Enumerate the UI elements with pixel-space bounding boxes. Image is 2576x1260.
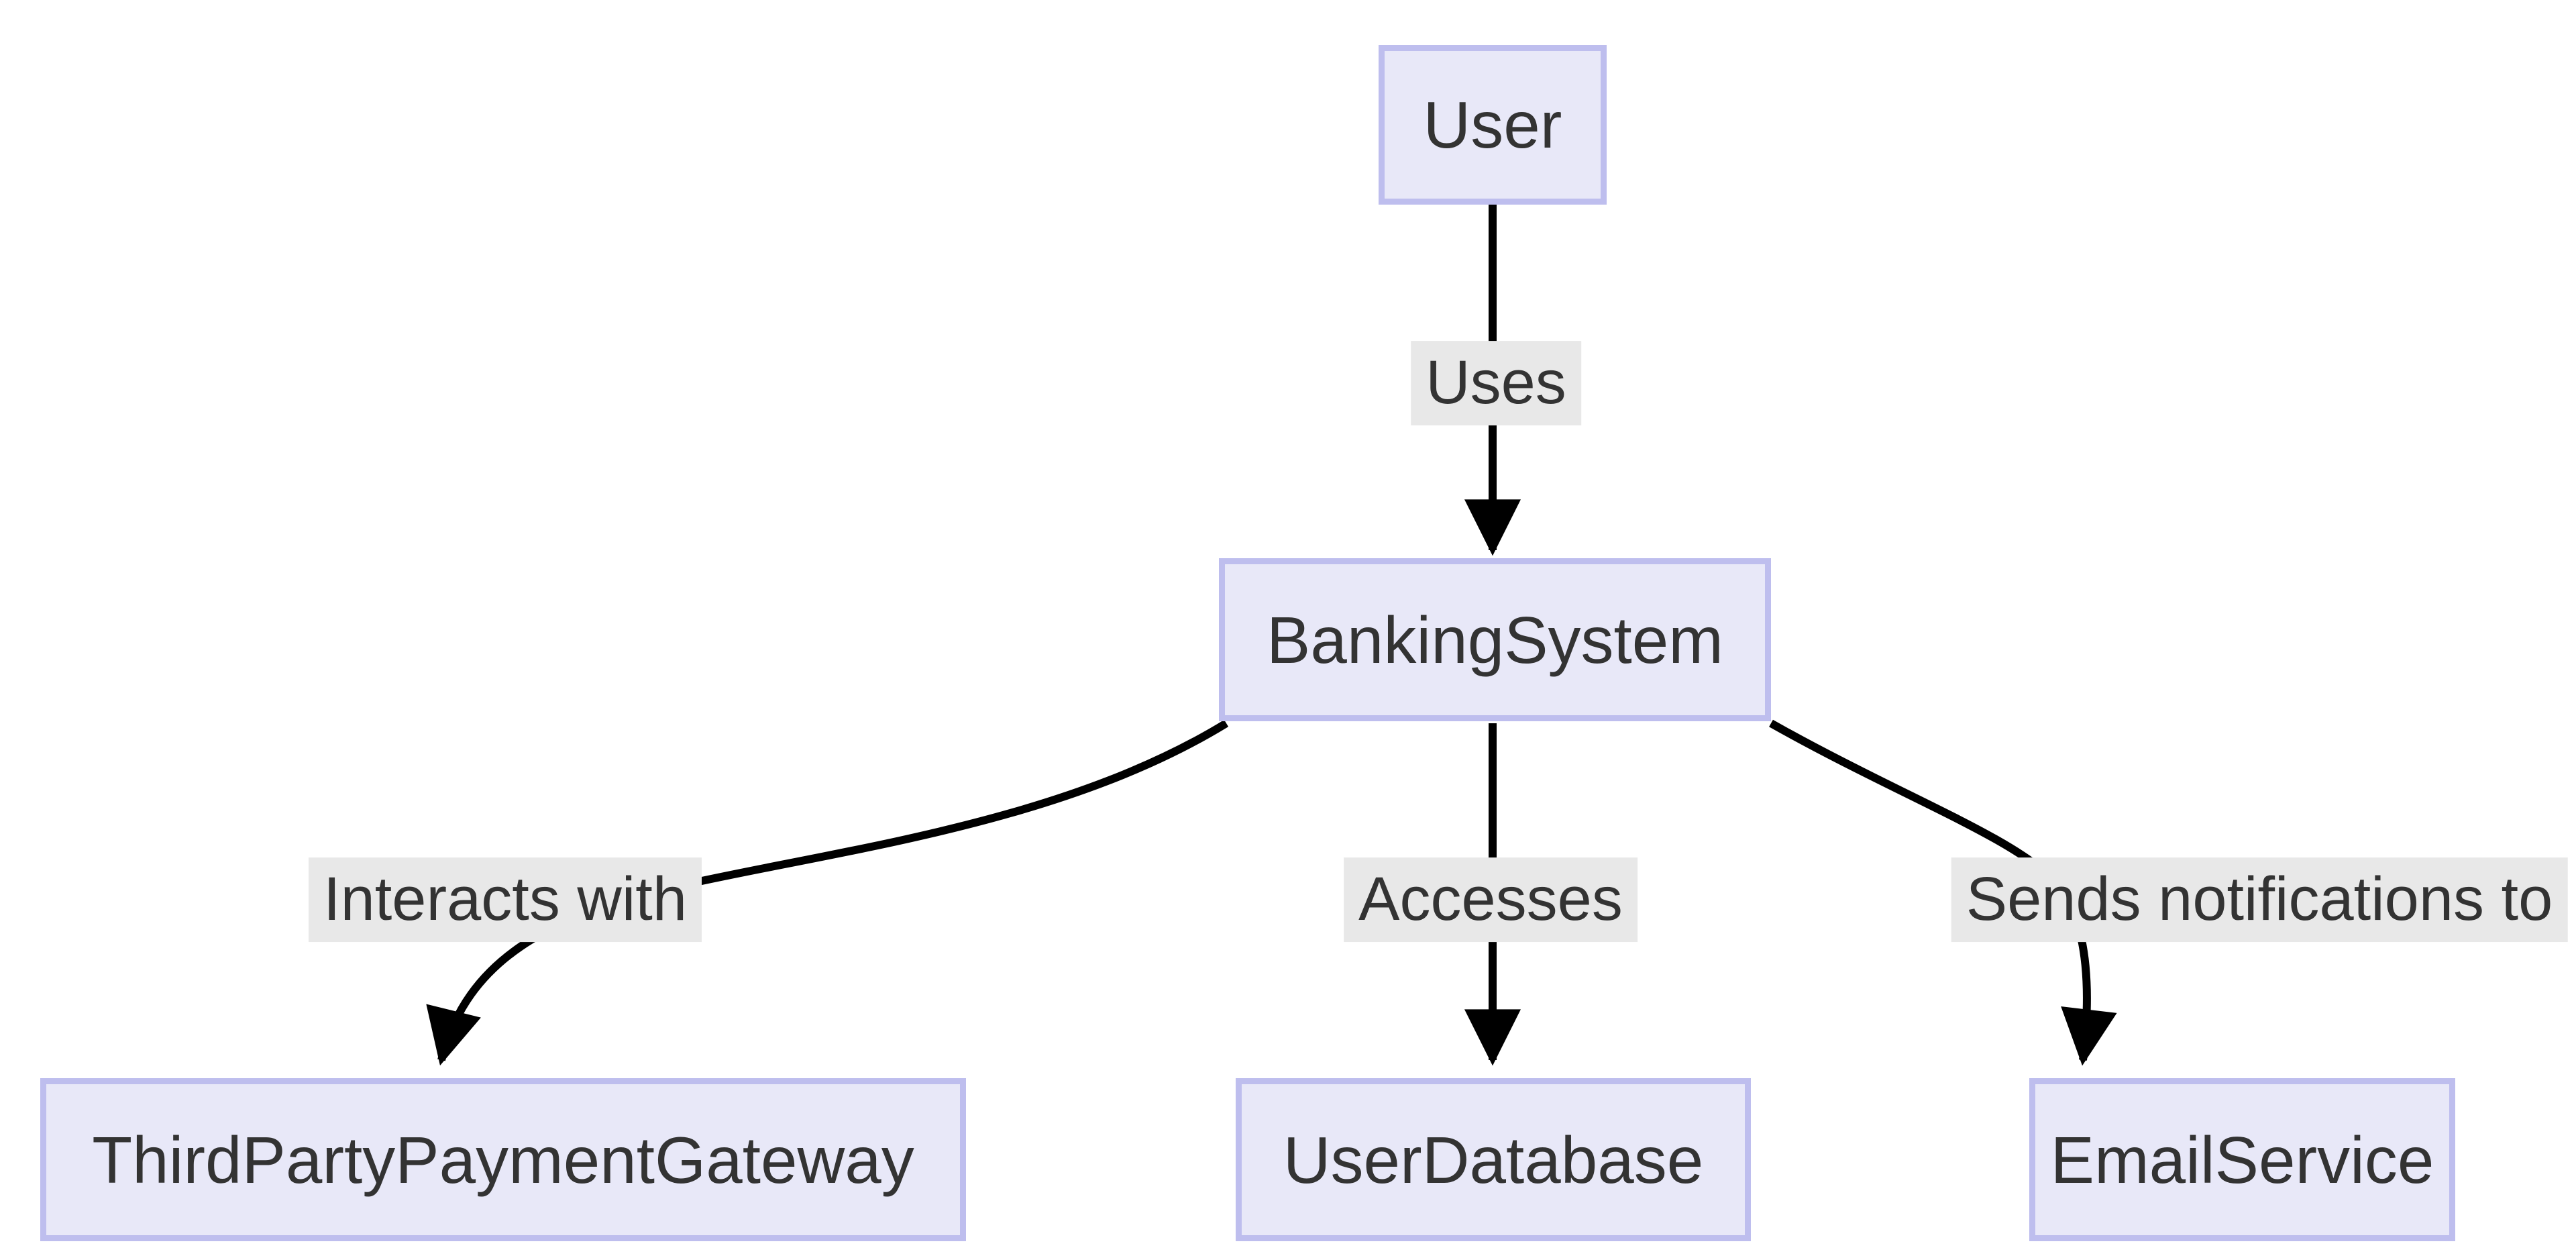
edge-label-interacts-with-text: Interacts with xyxy=(323,865,687,934)
edge-label-uses-text: Uses xyxy=(1426,348,1566,417)
edge-bankingsystem-thirdpartypaymentgateway xyxy=(426,719,1229,1066)
edge-label-sends-notifications-to: Sends notifications to xyxy=(1951,857,2568,942)
node-user-label: User xyxy=(1423,88,1562,162)
node-user: User xyxy=(1379,45,1607,205)
node-bankingsystem: BankingSystem xyxy=(1219,558,1771,721)
node-thirdpartypaymentgateway: ThirdPartyPaymentGateway xyxy=(40,1078,966,1241)
node-thirdpartypaymentgateway-label: ThirdPartyPaymentGateway xyxy=(92,1122,914,1197)
edge-label-accesses-text: Accesses xyxy=(1358,865,1623,934)
node-bankingsystem-label: BankingSystem xyxy=(1267,602,1723,677)
edge-label-accesses: Accesses xyxy=(1344,857,1638,942)
node-userdatabase-label: UserDatabase xyxy=(1283,1122,1704,1197)
edge-label-interacts-with: Interacts with xyxy=(309,857,702,942)
edge-label-uses: Uses xyxy=(1411,341,1581,425)
edge-label-sends-notifications-to-text: Sends notifications to xyxy=(1966,865,2553,934)
node-emailservice-label: EmailService xyxy=(2050,1122,2434,1197)
node-userdatabase: UserDatabase xyxy=(1236,1078,1751,1241)
node-emailservice: EmailService xyxy=(2029,1078,2455,1241)
